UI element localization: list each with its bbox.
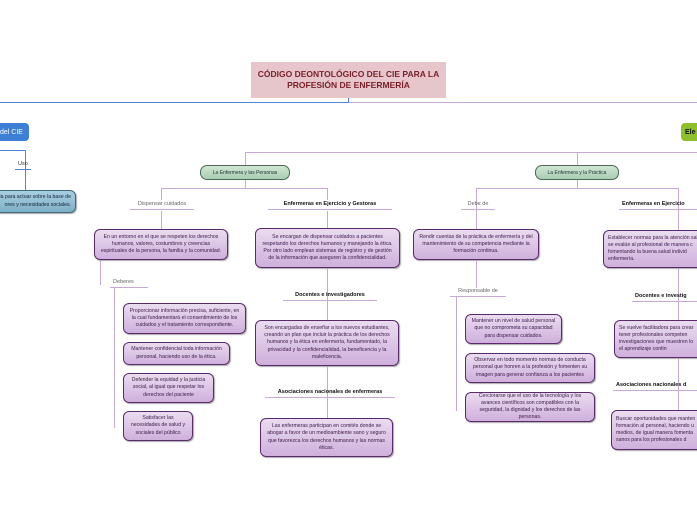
connector [245,178,246,188]
label-docentes[interactable]: Docentes e investigadores [283,292,377,301]
connector [161,211,162,229]
label-dispensar[interactable]: Dispensar cuidados [130,201,194,210]
connector [577,152,578,165]
label-asociaciones[interactable]: Asociaciones nacionales de enfermeras [265,389,395,398]
connector [0,150,25,151]
node-asociaciones-practica-text[interactable]: Buscar oportunidades que manten formació… [611,410,697,450]
responsable-item[interactable]: Observar en todo momento normas de condu… [465,353,595,383]
connector [100,260,101,285]
map-title[interactable]: CÓDIGO DEONTOLÓGICO DEL CIE PARA LA PROF… [251,62,446,98]
connector [577,178,578,188]
connector [348,98,349,103]
connector [25,150,26,190]
node-uso-text[interactable]: ía para actuar sobre la base de ores y n… [0,190,76,213]
connector [114,288,115,428]
label-gestoras[interactable]: Enfermeras en Ejercicio y Gestoras [268,201,392,210]
connector [0,102,349,103]
node-enfermera-practica[interactable]: La Enfermera y la Práctica [535,165,619,180]
label-debe-de[interactable]: Debe de [461,201,495,210]
connector [245,152,246,165]
node-asociaciones-text[interactable]: Las enfermeras participan en comités don… [260,418,393,457]
connector [327,188,328,200]
deber-item[interactable]: Proporcionar información precisa, sufici… [123,303,246,334]
deber-item[interactable]: Mantener confidencial toda información p… [123,342,230,365]
node-gestoras-practica-text[interactable]: Establecer normas para la atención sal s… [603,230,697,268]
node-del-cie[interactable]: del CIE [0,123,29,141]
node-enfermera-personas[interactable]: La Enfermera y las Personas [200,165,290,180]
connector [245,152,697,153]
connector [678,188,679,448]
responsable-item[interactable]: Mantener un nivel de salud personal que … [465,314,562,344]
connector [161,188,328,189]
node-gestoras-text[interactable]: Se encargan de dispensar cuidados a paci… [255,228,400,268]
label-deberes[interactable]: Deberes [110,279,148,288]
label-responsable[interactable]: Responsable de [450,288,506,297]
node-ele[interactable]: Ele [681,123,697,141]
node-debe-text[interactable]: Rendir cuentas de la práctica de enferme… [413,229,539,260]
node-docentes-practica-text[interactable]: Se vuelve facilitadora para crear tener … [614,320,697,358]
node-dispensar-text[interactable]: En un entorno en el que se respeten los … [94,229,228,260]
deber-item[interactable]: Satisfacer las necesidades de salud y so… [123,411,193,441]
connector [456,296,457,411]
label-asociaciones-practica[interactable]: Asociaciones nacionales d [613,382,697,391]
node-docentes-text[interactable]: Son encargadas de enseñar a los nuevos e… [255,320,399,366]
label-uso[interactable]: Uso [15,161,31,170]
connector [476,188,679,189]
responsable-item[interactable]: Cerciorarse que el uso de la tecnología … [465,392,595,422]
label-docentes-practica[interactable]: Docentes e investig [632,293,697,302]
connector [349,102,697,103]
label-gestoras-practica[interactable]: Enfermeras en Ejercicio [619,201,697,210]
connector [161,188,162,200]
deber-item[interactable]: Defender la equidad y la justicia social… [123,373,214,403]
